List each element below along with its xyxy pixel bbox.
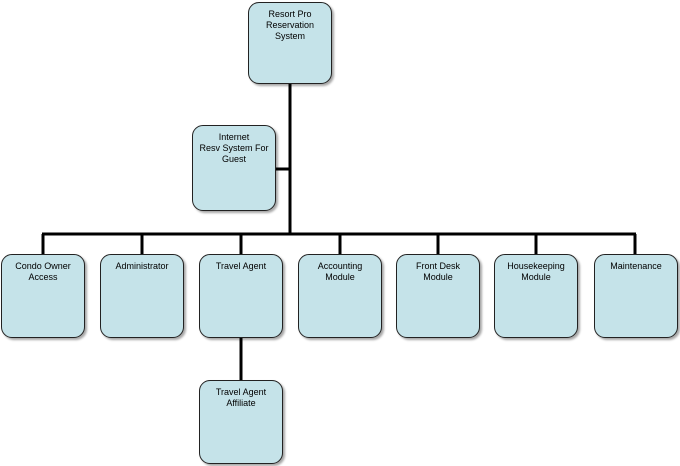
node-internet-resv-system: Internet Resv System For Guest	[192, 125, 276, 211]
node-resort-pro-reservation-system: Resort Pro Reservation System	[248, 2, 332, 84]
node-housekeeping-module: Housekeeping Module	[494, 254, 578, 338]
node-accounting-module: Accounting Module	[298, 254, 382, 338]
node-condo-owner-access: Condo Owner Access	[1, 254, 85, 338]
node-maintenance: Maintenance	[594, 254, 678, 338]
node-front-desk-module: Front Desk Module	[396, 254, 480, 338]
node-travel-agent-affiliate: Travel Agent Affiliate	[199, 380, 283, 464]
node-travel-agent: Travel Agent	[199, 254, 283, 338]
node-administrator: Administrator	[100, 254, 184, 338]
